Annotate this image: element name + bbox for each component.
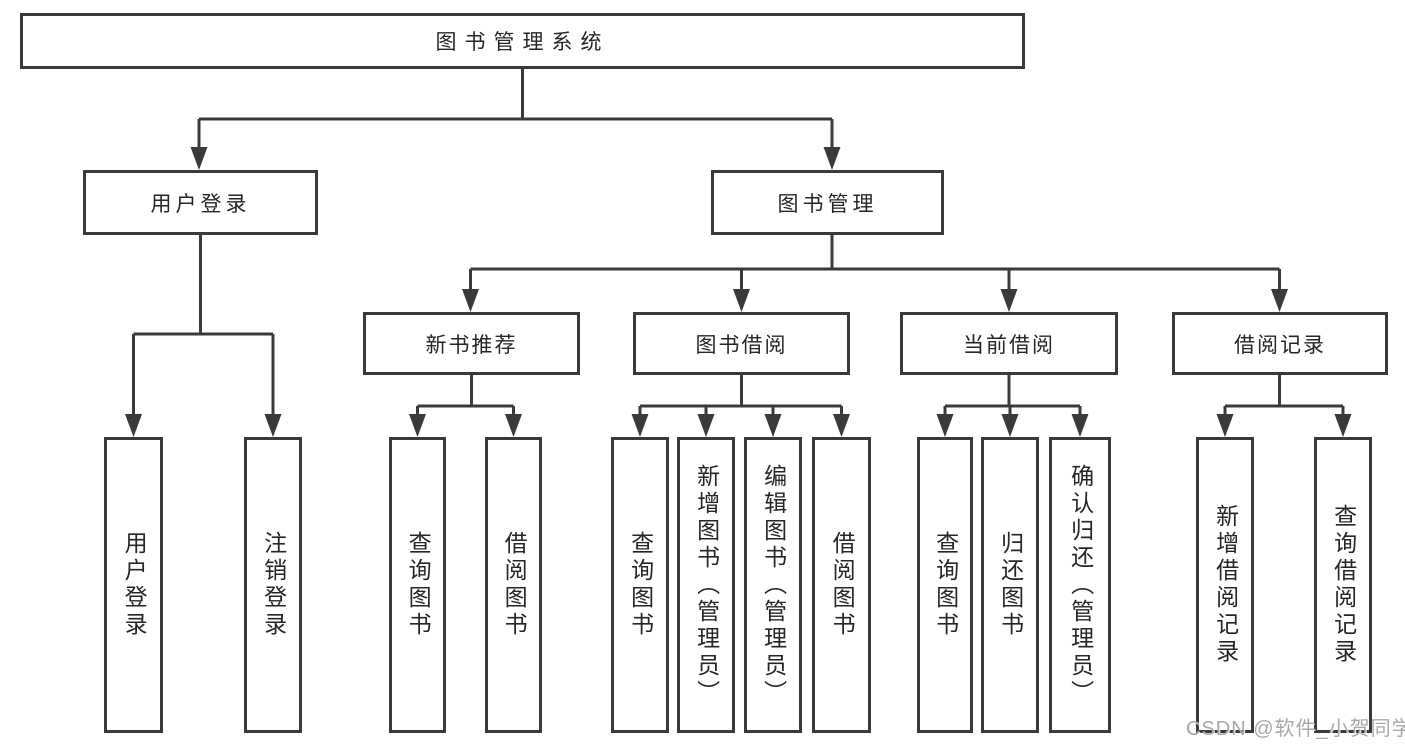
node-library-management-system: 图书管理系统 <box>20 13 1025 69</box>
arrowhead-icon <box>1000 289 1018 312</box>
arrowhead-icon <box>823 147 841 170</box>
arrowhead-icon <box>409 414 426 437</box>
arrowhead-icon <box>505 414 522 437</box>
node-label: 当前借阅 <box>963 333 1055 357</box>
arrowhead-icon <box>1334 414 1352 437</box>
arrowhead-icon <box>190 147 208 170</box>
arrowhead-icon <box>264 414 282 437</box>
arrowhead-icon <box>1216 414 1234 437</box>
leaf-label: 查询图书 <box>405 531 432 639</box>
node-book-management: 图书管理 <box>711 170 944 235</box>
arrowhead-icon <box>833 414 850 437</box>
node-new-book-recommendation: 新书推荐 <box>363 312 580 375</box>
leaf-borrow-books: 借阅图书 <box>485 437 542 733</box>
node-label: 借阅记录 <box>1234 333 1326 357</box>
node-label: 用户登录 <box>150 192 251 216</box>
connector-borrowing-records-to-leaves <box>1216 375 1352 437</box>
leaf-label: 借阅图书 <box>829 531 856 639</box>
arrowhead-icon <box>1071 414 1089 437</box>
leaf-label: 归还图书 <box>997 531 1024 639</box>
leaf-label: 借阅图书 <box>501 531 528 639</box>
leaf-label: 用户登录 <box>121 531 148 639</box>
arrowhead-icon <box>936 414 954 437</box>
leaf-edit-books-admin: 编辑图书（管理员） <box>744 437 802 733</box>
leaf-add-books-admin: 新增图书（管理员） <box>677 437 735 733</box>
leaf-label: 新增借阅记录 <box>1212 504 1239 666</box>
watermark: CSDN @软件_小贺同学 <box>1186 718 1405 740</box>
arrowhead-icon <box>697 414 715 437</box>
leaf-label: 查询图书 <box>627 531 654 639</box>
leaf-query-borrow-record: 查询借阅记录 <box>1314 437 1372 733</box>
node-label: 图书管理 <box>777 192 878 216</box>
leaf-borrow-books: 借阅图书 <box>812 437 871 733</box>
arrowhead-icon <box>462 289 479 312</box>
arrowhead-icon <box>733 289 750 312</box>
leaf-confirm-return-admin: 确认归还（管理员） <box>1049 437 1111 733</box>
leaf-label: 确认归还（管理员） <box>1067 463 1094 707</box>
leaf-label: 注销登录 <box>260 531 287 639</box>
connector-new-book-to-leaves <box>409 375 522 437</box>
leaf-label: 新增图书（管理员） <box>693 463 720 707</box>
node-current-borrowing: 当前借阅 <box>900 312 1118 375</box>
node-label: 图书管理系统 <box>435 31 610 54</box>
connector-book-borrowing-to-leaves <box>631 375 850 437</box>
arrowhead-icon <box>1001 414 1019 437</box>
leaf-logout: 注销登录 <box>244 437 302 733</box>
leaf-label: 查询图书 <box>932 531 959 639</box>
connector-user-login-to-leaves <box>125 235 282 437</box>
node-user-login: 用户登录 <box>83 170 318 235</box>
leaf-user-login: 用户登录 <box>104 437 163 733</box>
connector-root-to-level2 <box>190 68 841 170</box>
node-label: 图书借阅 <box>695 333 788 357</box>
arrowhead-icon <box>631 414 649 437</box>
leaf-query-books: 查询图书 <box>611 437 669 733</box>
node-book-borrowing: 图书借阅 <box>633 312 850 375</box>
connector-current-borrowing-to-leaves <box>936 375 1089 437</box>
leaf-return-books: 归还图书 <box>981 437 1039 733</box>
leaf-query-books: 查询图书 <box>917 437 973 733</box>
node-borrowing-records: 借阅记录 <box>1172 312 1388 375</box>
node-label: 新书推荐 <box>425 333 518 357</box>
leaf-label: 编辑图书（管理员） <box>760 463 787 707</box>
arrowhead-icon <box>1271 289 1288 312</box>
connector-book-management-to-level3 <box>462 235 1288 312</box>
leaf-label: 查询借阅记录 <box>1330 504 1357 666</box>
arrowhead-icon <box>125 414 142 437</box>
arrowhead-icon <box>764 414 782 437</box>
leaf-query-books: 查询图书 <box>389 437 446 733</box>
leaf-add-borrow-record: 新增借阅记录 <box>1196 437 1254 733</box>
